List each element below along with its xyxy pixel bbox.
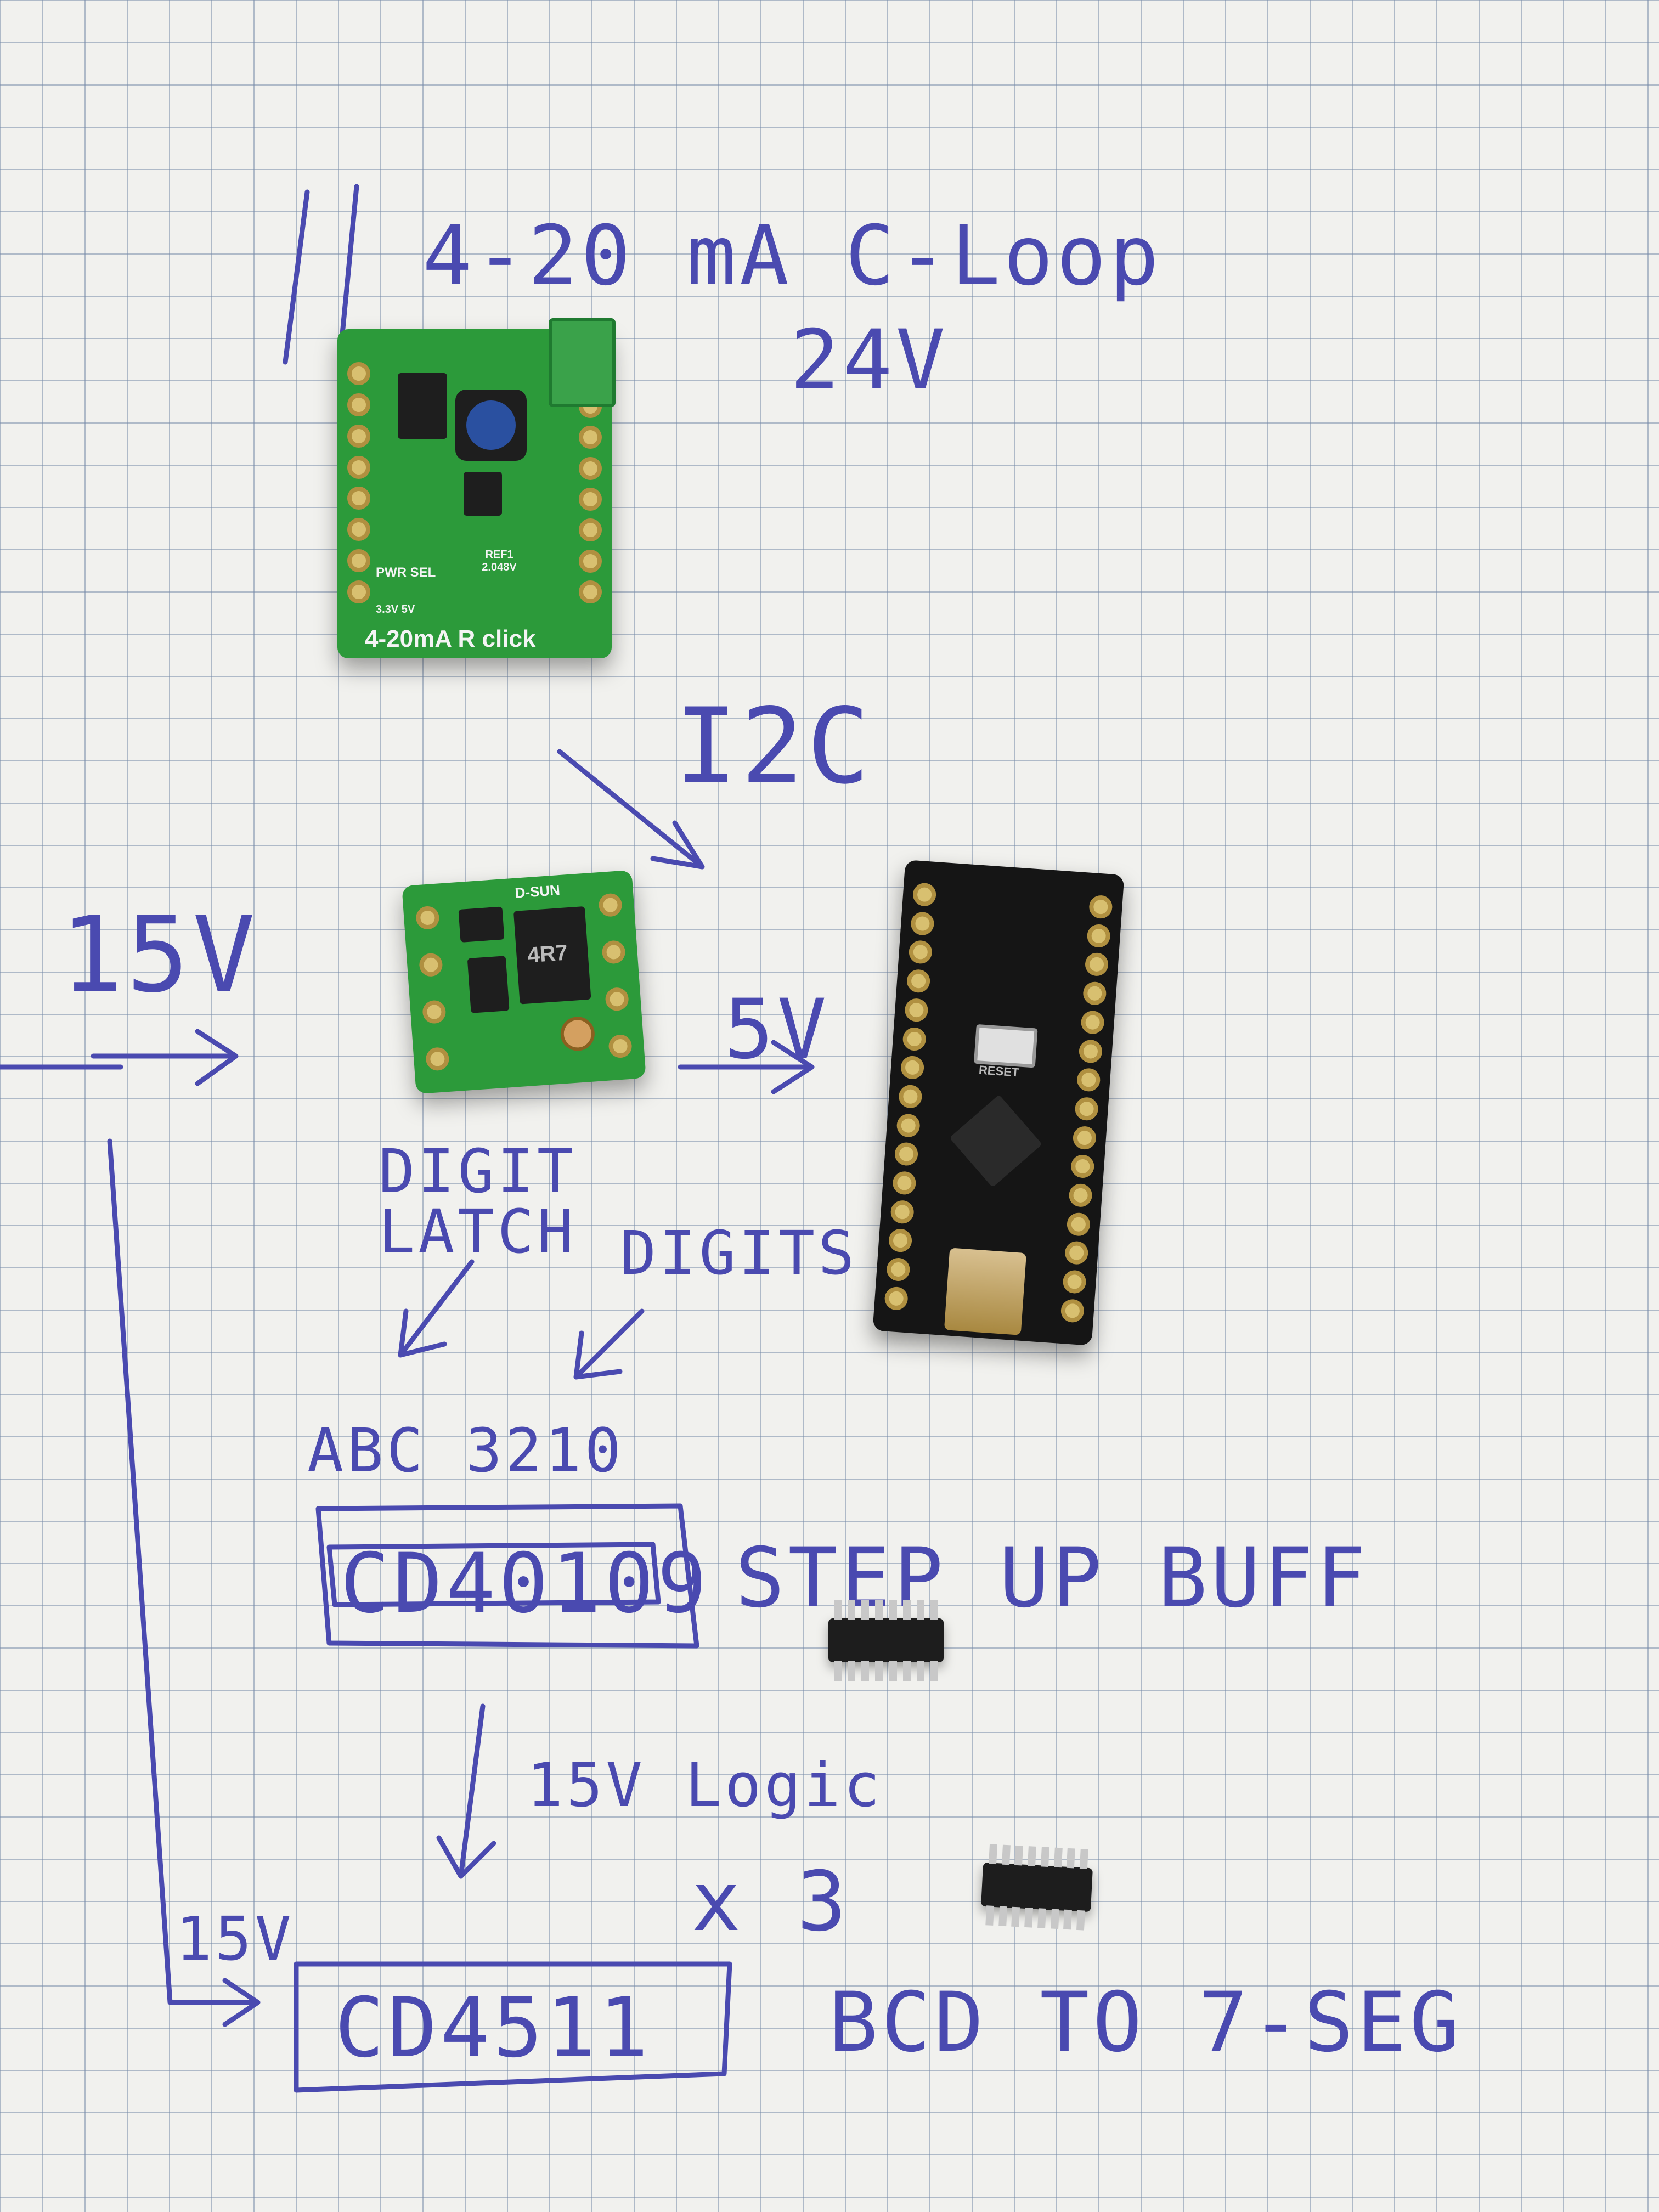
buck-inductor: 4R7 [513,906,591,1005]
digit-latch-label: DIGIT LATCH [379,1136,577,1267]
inductor [455,390,527,461]
reset-button[interactable] [973,1024,1038,1068]
chip2-label: CD4511 [335,1980,652,2076]
terminal-block [549,318,616,407]
buck-brand: D-SUN [514,882,561,901]
logic-arrow [436,1703,496,1879]
reset-label: RESET [978,1063,1020,1080]
buck-diode [458,906,505,943]
logic-note: 15V Logic [527,1750,884,1820]
chip1-label: CD40109 [340,1536,710,1632]
digits-arrow [573,1308,645,1380]
buck-trimmer [559,1015,596,1052]
click-ref-label: REF1 2.048V [482,549,517,573]
loop-title: 4-20 mA C-Loop [422,208,1163,304]
digit-latch-arrow [398,1259,475,1358]
input-voltage-label: 15V [60,894,259,1015]
chip2-note: BCD TO 7-SEG [828,1975,1463,2070]
supply-label: 15V [176,1904,295,1974]
i2c-arrow [557,749,705,870]
arduino-nano: RESET [872,860,1125,1346]
usb-connector [944,1248,1026,1335]
buck-converter: 4R7 D-SUN [402,870,646,1094]
regulated-voltage-label: 5V [724,982,830,1077]
soic-chip-1 [828,1600,944,1681]
click-board: PWR SEL REF1 2.048V 3.3V 5V 4-20mA R cli… [337,318,616,658]
loop-voltage: 24V [790,313,949,408]
loop-wire [283,184,359,365]
buck-ic [467,956,510,1013]
soic-chip-2 [981,1844,1093,1931]
click-v-label: 3.3V 5V [376,603,415,616]
supply-wire [107,1138,261,2027]
chip2-box [294,1961,732,2093]
output-wire [678,1040,815,1094]
buck-inductor-label: 4R7 [527,940,569,968]
digits-label: DIGITS [620,1218,858,1288]
pins-label: ABC 3210 [307,1415,624,1486]
microcontroller [949,1094,1042,1188]
bus-label: I2C [675,686,873,807]
input-wire [0,1029,239,1086]
click-board-name: 4-20mA R click [365,625,536,652]
chip1-note: STEP UP BUFF [735,1531,1369,1626]
chip1-box [315,1503,699,1649]
ic-u1 [398,373,447,439]
ic-u2 [464,472,502,516]
click-pwr-label: PWR SEL [376,565,436,580]
multiplier-label: x 3 [691,1854,850,1950]
